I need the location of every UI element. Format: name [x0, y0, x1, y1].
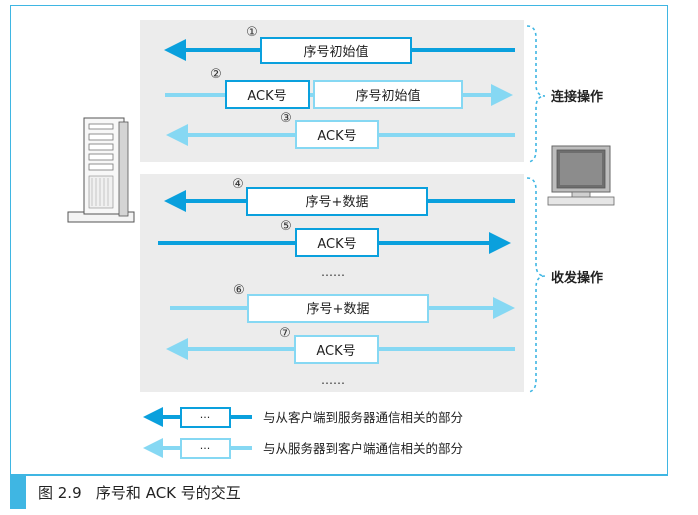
- connect-phase-label: 连接操作: [551, 89, 603, 105]
- message-2-seq-box: [313, 80, 463, 109]
- message-4-box: [246, 187, 428, 216]
- step-5-number: ⑤: [280, 219, 292, 234]
- legend-light-box: [180, 438, 231, 459]
- message-2-seq-label: 序号初始值: [355, 88, 420, 104]
- message-4: 序号+数据 ④: [164, 177, 515, 216]
- caption-rule: [10, 474, 668, 476]
- message-3-box: [295, 120, 379, 149]
- legend-dark-box-text: ···: [200, 411, 211, 424]
- message-4-label: 序号+数据: [306, 195, 369, 210]
- message-6-box: [247, 294, 429, 323]
- step-3-number: ③: [280, 111, 292, 126]
- message-6: 序号+数据 ⑥: [170, 283, 515, 323]
- step-1-number: ①: [246, 25, 258, 40]
- legend-dark: ··· 与从客户端到服务器通信相关的部分: [143, 407, 463, 428]
- step-7-number: ⑦: [279, 326, 291, 341]
- legend-dark-box: [180, 407, 231, 428]
- legend-light-box-text: ···: [200, 442, 211, 455]
- message-5-box: [295, 228, 379, 257]
- legend-light-text: 与从服务器到客户端通信相关的部分: [263, 441, 463, 456]
- monitor-icon: [547, 145, 615, 206]
- message-2: ACK号 序号初始值 ②: [165, 67, 513, 109]
- server-icon: [67, 117, 135, 223]
- message-2-ack-box: [225, 80, 310, 109]
- message-3: ACK号 ③: [166, 111, 515, 149]
- figure-caption: 图 2.9 序号和 ACK 号的交互: [38, 484, 241, 502]
- transfer-phase-label: 收发操作: [551, 270, 603, 286]
- transfer-brace: [526, 177, 546, 393]
- caption-tab: [10, 476, 26, 509]
- message-5: ACK号 ⑤: [158, 219, 511, 257]
- message-3-label: ACK号: [317, 129, 356, 144]
- legend-light: ··· 与从服务器到客户端通信相关的部分: [143, 438, 463, 459]
- message-2-ack-label: ACK号: [247, 89, 286, 104]
- message-6-label: 序号+数据: [307, 302, 370, 317]
- message-1-label: 序号初始值: [303, 44, 368, 60]
- ellipsis-2: ……: [321, 373, 345, 387]
- message-5-label: ACK号: [317, 237, 356, 252]
- step-6-number: ⑥: [233, 283, 245, 298]
- connect-brace: [526, 25, 546, 163]
- message-1-box: [260, 37, 412, 64]
- step-2-number: ②: [210, 67, 222, 82]
- ellipsis-1: ……: [321, 265, 345, 279]
- message-7-label: ACK号: [316, 344, 355, 359]
- message-1: 序号初始值 ①: [164, 25, 515, 64]
- message-7-box: [294, 335, 379, 364]
- step-4-number: ④: [232, 177, 244, 192]
- message-7: ACK号 ⑦: [166, 326, 515, 364]
- legend-dark-text: 与从客户端到服务器通信相关的部分: [263, 410, 463, 425]
